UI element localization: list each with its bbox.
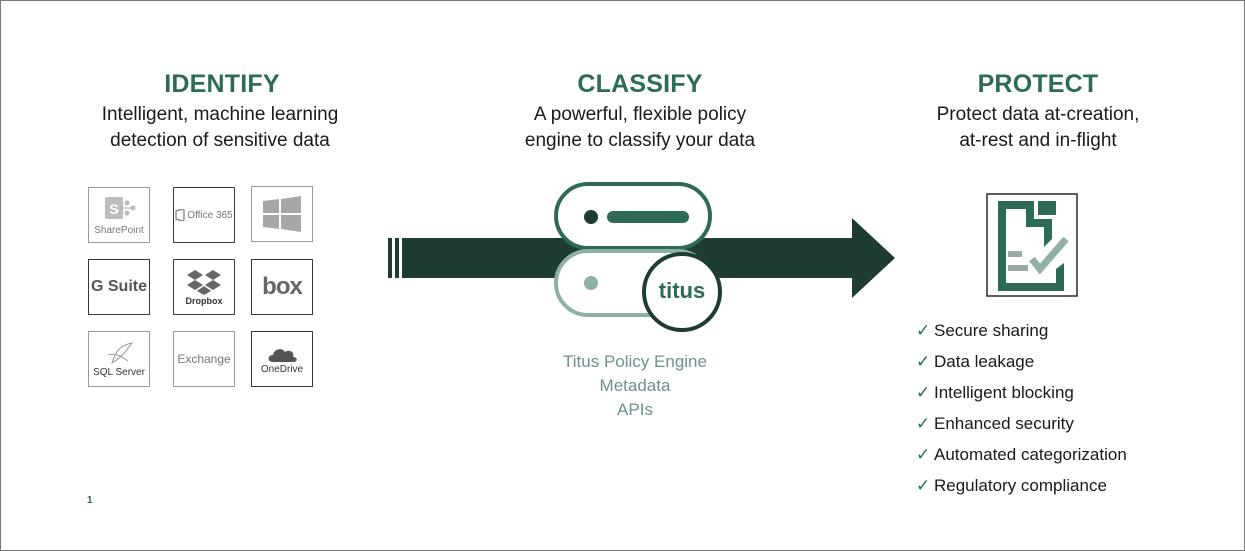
- identify-subtitle: Intelligent, machine learning detection …: [60, 102, 380, 154]
- sharepoint-label: SharePoint: [94, 224, 144, 236]
- dropbox-icon: [187, 269, 221, 295]
- onedrive-icon: [268, 348, 297, 362]
- exchange-logo: Exchange: [173, 331, 235, 387]
- checkmark-icon: ✓: [916, 475, 931, 495]
- classify-title: CLASSIFY: [577, 70, 703, 98]
- benefit-item: ✓Automated categorization: [916, 444, 1127, 464]
- protect-subtitle-line1: Protect data at-creation,: [936, 104, 1140, 125]
- office365-label: Office 365: [187, 209, 233, 221]
- svg-text:S: S: [109, 201, 118, 217]
- exchange-label: Exchange: [177, 351, 231, 366]
- sharepoint-icon: S: [105, 196, 136, 219]
- checkmark-icon: ✓: [916, 320, 931, 340]
- classify-subtitle: A powerful, flexible policy engine to cl…: [480, 102, 800, 154]
- checkmark-icon: ✓: [916, 351, 931, 371]
- classify-flow-graphic: [388, 182, 895, 332]
- checkmark-icon: ✓: [916, 382, 931, 402]
- benefit-item: ✓Secure sharing: [916, 320, 1049, 340]
- office365-logo: Office 365: [173, 187, 235, 243]
- office365-icon: [175, 209, 185, 221]
- checkmark-icon: ✓: [916, 444, 931, 464]
- page-number: 1: [87, 495, 93, 506]
- classify-subtitle-line2: engine to classify your data: [524, 130, 756, 151]
- titus-badge: [642, 252, 722, 332]
- engine-items: Titus Policy Engine Metadata APIs: [520, 350, 750, 422]
- engine-item-policy-engine: Titus Policy Engine: [563, 352, 707, 371]
- benefit-item: ✓Enhanced security: [916, 413, 1074, 433]
- benefits-list: ✓Secure sharing ✓Data leakage ✓Intellige…: [916, 315, 1216, 501]
- dropbox-logo: Dropbox: [173, 259, 235, 315]
- windows-icon: [263, 196, 301, 232]
- gsuite-label: G Suite: [90, 278, 147, 295]
- titus-badge-label: titus: [658, 278, 706, 303]
- sql-server-logo: SQL Server: [88, 331, 150, 387]
- sharepoint-logo: S SharePoint: [88, 187, 150, 243]
- benefit-item: ✓Regulatory compliance: [916, 475, 1107, 495]
- gsuite-logo: G Suite: [88, 259, 150, 315]
- identify-title: IDENTIFY: [164, 70, 280, 98]
- protect-subtitle: Protect data at-creation, at-rest and in…: [878, 102, 1198, 154]
- benefit-item: ✓Intelligent blocking: [916, 382, 1074, 402]
- box-logo: box: [251, 259, 313, 315]
- checkmark-icon: ✓: [916, 413, 931, 433]
- identify-subtitle-line1: Intelligent, machine learning: [101, 104, 339, 125]
- protect-title: PROTECT: [977, 70, 1099, 98]
- sql-server-icon: [107, 341, 134, 364]
- box-label: box: [262, 273, 303, 300]
- identify-subtitle-line2: detection of sensitive data: [110, 130, 330, 151]
- onedrive-label: OneDrive: [260, 363, 304, 375]
- classify-subtitle-line1: A powerful, flexible policy: [533, 104, 747, 125]
- dropbox-label: Dropbox: [185, 295, 223, 306]
- protect-subtitle-line2: at-rest and in-flight: [959, 130, 1117, 151]
- windows-logo: [251, 186, 313, 242]
- engine-item-apis: APIs: [617, 400, 653, 419]
- engine-item-metadata: Metadata: [599, 376, 671, 395]
- onedrive-logo: OneDrive: [251, 331, 313, 387]
- server-top-icon: [554, 182, 712, 250]
- sql-server-label: SQL Server: [93, 366, 145, 378]
- protected-document-icon: [986, 193, 1078, 297]
- benefit-item: ✓Data leakage: [916, 351, 1035, 371]
